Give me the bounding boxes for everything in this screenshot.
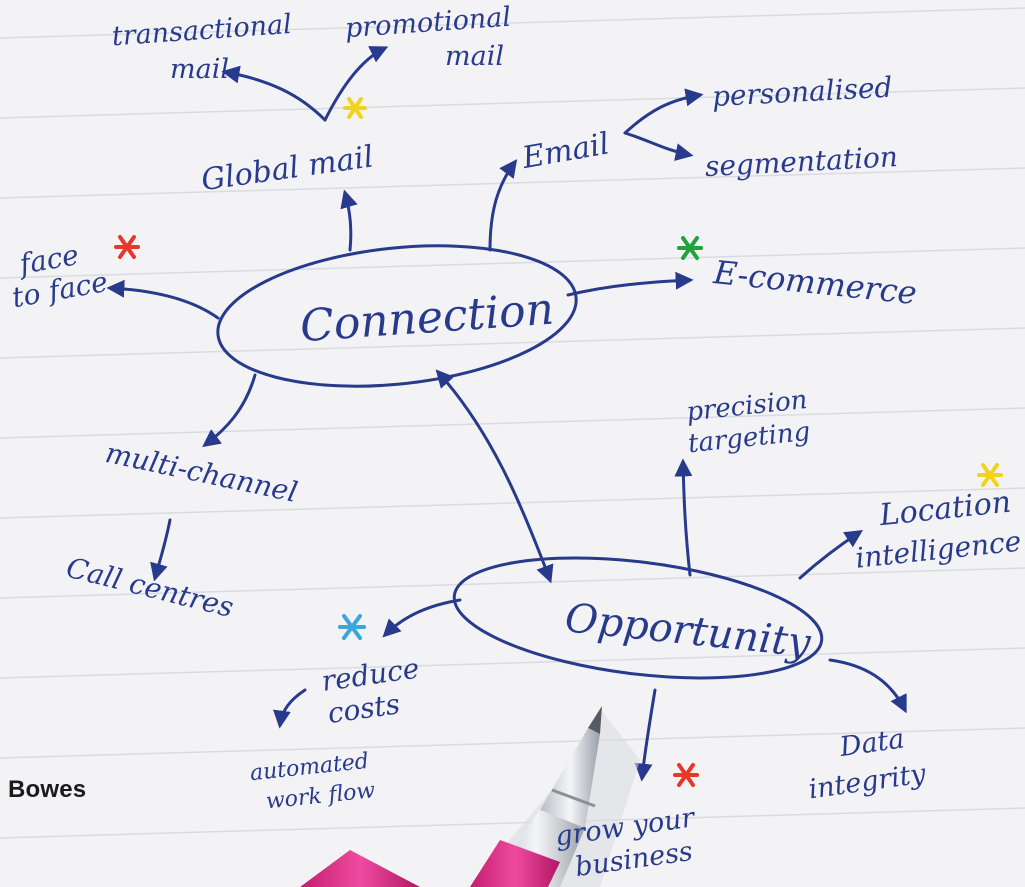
connection-label: Connection [298, 284, 555, 353]
multichannel-label: multi-channel [103, 436, 301, 509]
data-label: Data [837, 723, 906, 763]
promotional-label: promotional [344, 2, 512, 45]
brand-logo-text: Bowes [8, 776, 87, 803]
star-yellow-location-icon [977, 463, 1003, 487]
segmentation-label: segmentation [704, 140, 899, 183]
call-centres-label: Call centres [63, 551, 237, 624]
connector-arrows [106, 46, 907, 782]
intelligence-label: intelligence [854, 525, 1023, 575]
pen-icon [300, 706, 640, 887]
promotional-mail-label: mail [445, 41, 504, 72]
work-flow-label: work flow [265, 778, 377, 814]
email-label: Email [519, 126, 612, 176]
paper-lines [0, 7, 1025, 839]
transactional-label: transactional [111, 9, 293, 52]
ecommerce-label: E-commerce [711, 253, 919, 312]
transactional-mail-label: mail [170, 54, 229, 85]
star-green-ecommerce-icon [677, 236, 703, 260]
personalised-label: personalised [711, 71, 893, 113]
star-blue-reduce-icon [338, 614, 366, 640]
opportunity-label: Opportunity [563, 595, 814, 667]
integrity-label: integrity [807, 758, 929, 805]
opportunity-node-outline [452, 556, 824, 680]
star-yellow-top-icon [343, 97, 367, 119]
connection-node-outline [216, 244, 578, 388]
star-red-face-icon [114, 235, 140, 259]
star-red-grow-icon [673, 763, 699, 787]
